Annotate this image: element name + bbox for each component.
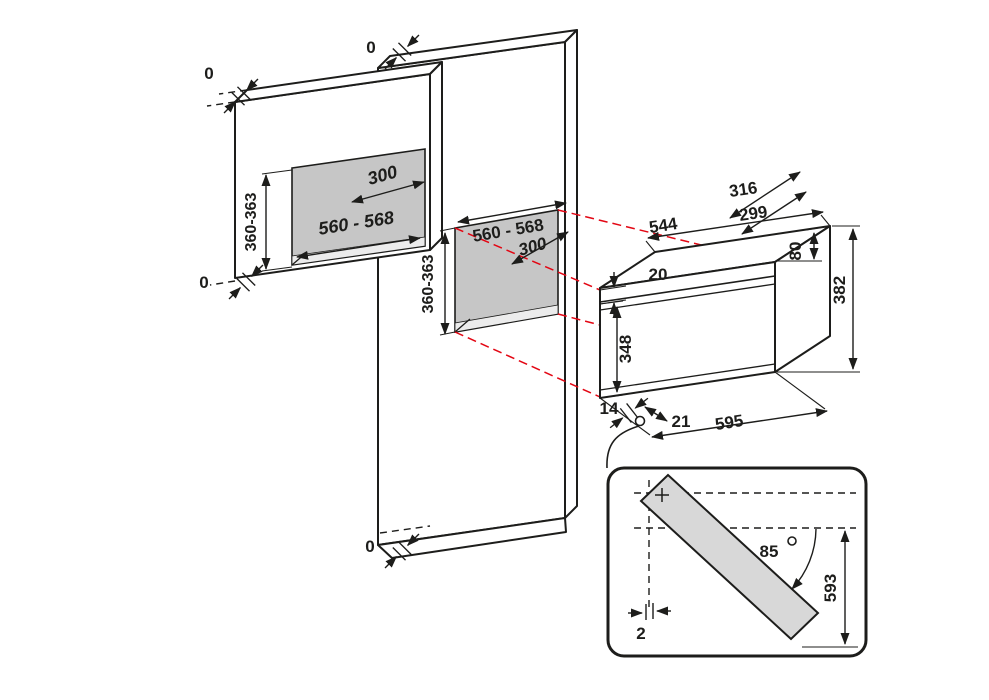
oven-dimensions: 544 316 299 20 80 382 348 14 21 xyxy=(600,171,860,440)
wall-unit-ext-dashed-top-1 xyxy=(206,101,236,107)
dim-oven-overall-width: 595 xyxy=(714,411,745,434)
oven-handle-line xyxy=(599,283,776,311)
oven-door-bottom-line xyxy=(599,363,776,391)
dim-oven-body-width: 544 xyxy=(648,214,679,237)
wall-unit-side-face xyxy=(429,61,443,251)
dim-door-projection: 593 xyxy=(821,574,840,602)
dim-oven-depth-total: 316 xyxy=(728,178,759,201)
dim-oven-top-frame: 20 xyxy=(649,265,668,284)
dim-oven-depth-body: 299 xyxy=(738,202,769,225)
dim-oven-hinge-offset: 14 xyxy=(600,399,619,418)
dim-wall-flush-top: 0 xyxy=(204,64,213,83)
door-detail-inset: 85 593 2 xyxy=(606,425,868,658)
wall-unit-ext-dashed-bottom xyxy=(209,280,236,286)
tall-unit-side-face xyxy=(564,29,578,519)
wall-unit-ext-dashed-top-2 xyxy=(218,89,248,95)
oven xyxy=(599,225,831,427)
oven-control-panel-line xyxy=(599,275,776,303)
open-door xyxy=(639,473,820,641)
dim-oven-bottom-recess: 21 xyxy=(672,412,691,431)
dim-tall-niche-height: 360-363 xyxy=(420,255,437,314)
tall-unit-niche-shelf xyxy=(454,304,559,333)
tall-unit-niche-corner-line xyxy=(454,318,471,333)
dim-door-side-gap: 2 xyxy=(636,624,645,643)
door-angle-arc xyxy=(791,528,817,590)
dim-wall-flush-bottom: 0 xyxy=(199,273,208,292)
dim-oven-door-height: 348 xyxy=(616,335,635,363)
dim-wall-niche-height: 360-363 xyxy=(243,193,260,252)
dim-door-angle: 85 xyxy=(760,542,779,561)
tall-unit-hidden-edge xyxy=(379,525,431,534)
dim-tall-flush-top: 0 xyxy=(366,38,375,57)
degree-symbol xyxy=(787,536,797,546)
hinge-cross-icon xyxy=(655,488,669,502)
dim-tall-flush-bottom: 0 xyxy=(365,537,374,556)
tall-unit-plinth xyxy=(377,517,567,559)
hinge-pivot-marker xyxy=(634,415,646,427)
dim-oven-rear-height: 80 xyxy=(786,242,805,261)
inset-leader-line xyxy=(606,425,640,469)
dim-oven-overall-height: 382 xyxy=(830,276,849,304)
